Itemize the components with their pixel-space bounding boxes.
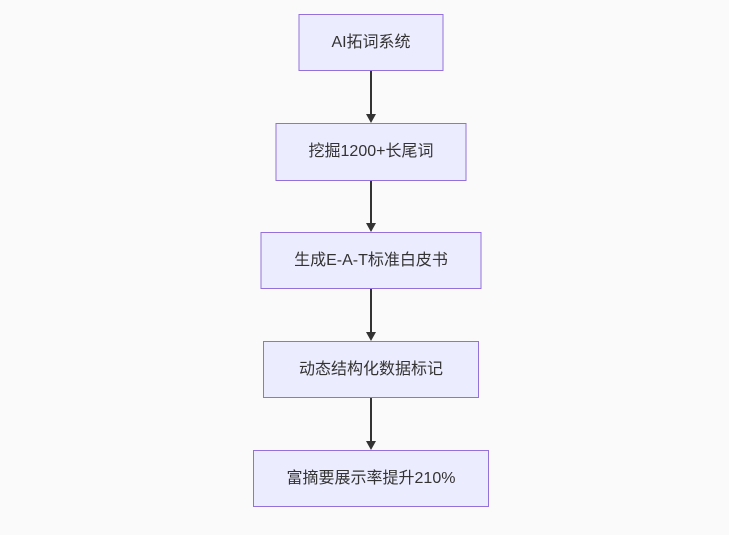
node-label: 动态结构化数据标记 (298, 360, 443, 378)
edge-line (370, 398, 372, 441)
arrow-down-icon (366, 441, 376, 450)
arrow-down-icon (366, 223, 376, 232)
flowchart-node-eat-whitepaper: 生成E-A-T标准白皮书 (260, 232, 482, 289)
node-label: AI拓词系统 (331, 33, 411, 51)
node-label: 生成E-A-T标准白皮书 (294, 251, 448, 269)
flowchart-edge-2 (366, 289, 376, 341)
flowchart-edge-1 (366, 181, 376, 232)
node-label: 挖掘1200+长尾词 (308, 143, 434, 161)
edge-line (370, 71, 372, 114)
edge-line (370, 289, 372, 332)
arrow-down-icon (366, 332, 376, 341)
flowchart-edge-0 (366, 71, 376, 123)
flowchart-edge-3 (366, 398, 376, 450)
edge-line (370, 181, 372, 223)
flowchart-node-ai-system: AI拓词系统 (298, 14, 444, 71)
flowchart-node-longtail-keywords: 挖掘1200+长尾词 (275, 123, 467, 181)
flowchart-node-rich-snippet-result: 富摘要展示率提升210% (253, 450, 489, 507)
node-label: 富摘要展示率提升210% (286, 469, 456, 487)
flowchart-node-structured-data: 动态结构化数据标记 (263, 341, 479, 398)
arrow-down-icon (366, 114, 376, 123)
